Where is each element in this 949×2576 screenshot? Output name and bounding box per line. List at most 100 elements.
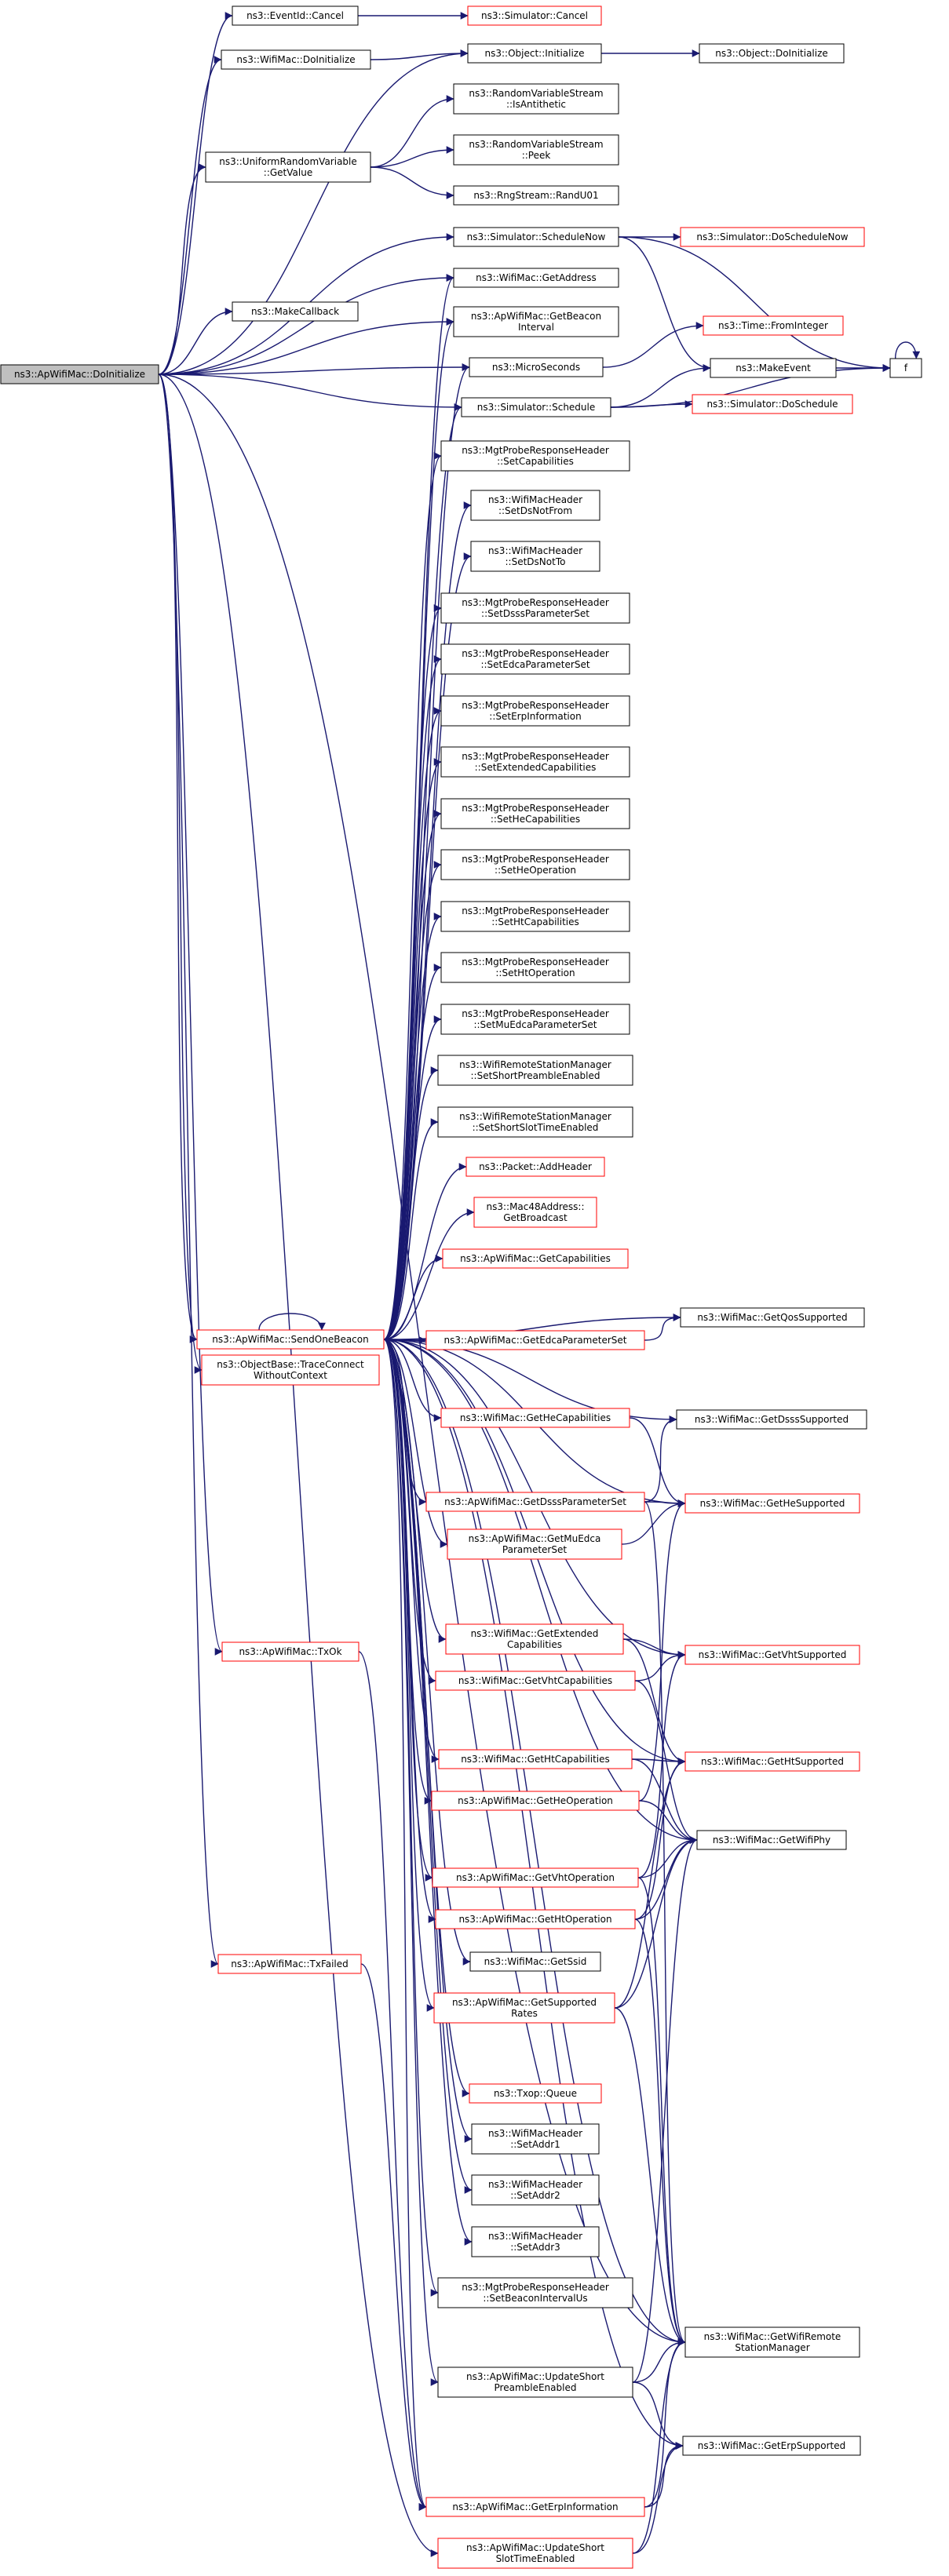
node-makeevent[interactable]: ns3::MakeEvent	[710, 358, 837, 378]
node-microseconds[interactable]: ns3::MicroSeconds	[469, 357, 604, 377]
call-edge-f-to-f	[894, 341, 921, 359]
node-sim-schedule[interactable]: ns3::Simulator::Schedule	[461, 397, 611, 417]
node-txfailed[interactable]: ns3::ApWifiMac::TxFailed	[217, 1954, 362, 1974]
node-setaddr3[interactable]: ns3::WifiMacHeader::SetAddr3	[471, 2226, 600, 2257]
node-box	[471, 2123, 600, 2155]
call-edge-sendonebeacon-to-updateshortpreambleenabled	[383, 1339, 439, 2386]
node-f[interactable]: f	[889, 358, 922, 378]
node-label-line: ::SetHtOperation	[495, 967, 575, 978]
call-edge-sendonebeacon-to-setshortpreambleenabled	[383, 1066, 439, 1340]
node-setedcaparameterset[interactable]: ns3::MgtProbeResponseHeader::SetEdcaPara…	[440, 643, 630, 675]
node-label-line: ns3::WifiMac::GetVhtCapabilities	[458, 1675, 612, 1686]
node-gethtcapabilities[interactable]: ns3::WifiMac::GetHtCapabilities	[438, 1749, 633, 1769]
node-urv-getvalue[interactable]: ns3::UniformRandomVariable::GetValue	[205, 151, 371, 183]
node-getssid[interactable]: ns3::WifiMac::GetSsid	[469, 1951, 601, 1972]
node-sim-doschedulenow[interactable]: ns3::Simulator::DoScheduleNow	[680, 227, 865, 247]
node-sendonebeacon[interactable]: ns3::ApWifiMac::SendOneBeacon	[196, 1329, 385, 1350]
node-eventid-cancel[interactable]: ns3::EventId::Cancel	[232, 5, 359, 26]
node-txop-queue[interactable]: ns3::Txop::Queue	[469, 2083, 602, 2104]
node-object-initialize[interactable]: ns3::Object::Initialize	[467, 43, 602, 64]
call-edge-sendonebeacon-to-getwifiphy	[383, 1339, 698, 1844]
node-getqossupported[interactable]: ns3::WifiMac::GetQosSupported	[680, 1307, 865, 1328]
node-label-line: ns3::WifiMac::GetHtCapabilities	[461, 1754, 610, 1765]
node-gethtsupported[interactable]: ns3::WifiMac::GetHtSupported	[684, 1751, 860, 1772]
call-edge-sendonebeacon-to-setaddr3	[383, 1339, 473, 2246]
node-wifimac-doinitialize[interactable]: ns3::WifiMac::DoInitialize	[221, 49, 371, 70]
node-setshortpreambleenabled[interactable]: ns3::WifiRemoteStationManager::SetShortP…	[437, 1055, 633, 1086]
node-apwifimac-getcapabilities[interactable]: ns3::ApWifiMac::GetCapabilities	[442, 1248, 629, 1269]
node-getwifiphy[interactable]: ns3::WifiMac::GetWifiPhy	[696, 1830, 847, 1850]
node-sim-schedulenow[interactable]: ns3::Simulator::ScheduleNow	[453, 227, 619, 247]
node-rvs-isantithetic[interactable]: ns3::RandomVariableStream::IsAntithetic	[453, 83, 619, 115]
node-getedcaparameterset[interactable]: ns3::ApWifiMac::GetEdcaParameterSet	[425, 1330, 645, 1350]
node-label-line: ns3::ObjectBase::TraceConnect	[217, 1359, 364, 1370]
node-sethecapabilities[interactable]: ns3::MgtProbeResponseHeader::SetHeCapabi…	[440, 798, 630, 829]
node-getwifiremotestationmanager[interactable]: ns3::WifiMac::GetWifiRemoteStationManage…	[684, 2326, 860, 2358]
call-edge-sendonebeacon-to-seterpinformation	[383, 707, 442, 1340]
node-label-line: ns3::Simulator::Cancel	[481, 10, 588, 21]
node-setaddr1[interactable]: ns3::WifiMacHeader::SetAddr1	[471, 2123, 600, 2155]
node-box	[703, 315, 844, 336]
node-sim-cancel[interactable]: ns3::Simulator::Cancel	[467, 5, 602, 26]
node-setbeaconintervalus[interactable]: ns3::MgtProbeResponseHeader::SetBeaconIn…	[437, 2277, 633, 2308]
node-box	[692, 394, 853, 414]
node-getdssssupported[interactable]: ns3::WifiMac::GetDsssSupported	[676, 1409, 867, 1430]
node-box	[0, 364, 159, 384]
call-edge-sendonebeacon-to-getbeaconinterval	[383, 318, 454, 1340]
node-box	[425, 2497, 645, 2517]
node-time-frominteger[interactable]: ns3::Time::FromInteger	[703, 315, 844, 336]
node-txok[interactable]: ns3::ApWifiMac::TxOk	[221, 1641, 360, 1662]
call-edge-urv-getvalue-to-rvs-isantithetic	[370, 95, 454, 168]
node-box	[453, 268, 619, 288]
node-sethtoperation[interactable]: ns3::MgtProbeResponseHeader::SetHtOperat…	[440, 952, 630, 983]
node-setaddr2[interactable]: ns3::WifiMacHeader::SetAddr2	[471, 2174, 600, 2206]
node-setshortslottimeenabled[interactable]: ns3::WifiRemoteStationManager::SetShortS…	[437, 1106, 633, 1138]
node-label-line: ns3::WifiMac::GetHeCapabilities	[460, 1412, 611, 1423]
node-traceconnect[interactable]: ns3::ObjectBase::TraceConnectWithoutCont…	[201, 1354, 380, 1386]
node-object-doinitialize[interactable]: ns3::Object::DoInitialize	[699, 43, 845, 64]
node-label-line: ns3::ApWifiMac::GetVhtOperation	[456, 1872, 615, 1883]
call-edge-updateshortpreambleenabled-to-getwifiremotestationmanager	[632, 2338, 686, 2383]
node-rngstream-randu01[interactable]: ns3::RngStream::RandU01	[453, 185, 619, 206]
node-setdsnotto[interactable]: ns3::WifiMacHeader::SetDsNotTo	[470, 541, 600, 572]
node-seterpinformation[interactable]: ns3::MgtProbeResponseHeader::SetErpInfor…	[440, 695, 630, 727]
node-updateshortslottimeenabled[interactable]: ns3::ApWifiMac::UpdateShortSlotTimeEnabl…	[437, 2538, 633, 2569]
node-box	[196, 1329, 385, 1350]
node-setheoperation[interactable]: ns3::MgtProbeResponseHeader::SetHeOperat…	[440, 849, 630, 880]
node-sethtcapabilities[interactable]: ns3::MgtProbeResponseHeader::SetHtCapabi…	[440, 901, 630, 932]
node-getdsssparameterset[interactable]: ns3::ApWifiMac::GetDsssParameterSet	[425, 1492, 645, 1512]
node-setmuedcaparameterset[interactable]: ns3::MgtProbeResponseHeader::SetMuEdcaPa…	[440, 1004, 630, 1035]
node-sim-doschedule[interactable]: ns3::Simulator::DoSchedule	[692, 394, 853, 414]
node-setextendedcapabilities[interactable]: ns3::MgtProbeResponseHeader::SetExtended…	[440, 746, 630, 778]
node-makecallback[interactable]: ns3::MakeCallback	[232, 301, 359, 322]
node-getvhtcapabilities[interactable]: ns3::WifiMac::GetVhtCapabilities	[435, 1671, 636, 1691]
node-packet-addheader[interactable]: ns3::Packet::AddHeader	[465, 1157, 605, 1177]
node-updateshortpreambleenabled[interactable]: ns3::ApWifiMac::UpdateShortPreambleEnabl…	[437, 2366, 633, 2398]
call-edge-sendonebeacon-to-setmuedcaparameterset	[383, 1015, 442, 1340]
node-setdsssparameterset[interactable]: ns3::MgtProbeResponseHeader::SetDsssPara…	[440, 592, 630, 624]
node-box	[684, 1751, 860, 1772]
node-label-line: WithoutContext	[254, 1370, 327, 1381]
node-getheoperation[interactable]: ns3::ApWifiMac::GetHeOperation	[431, 1791, 640, 1811]
node-getvhtoperation[interactable]: ns3::ApWifiMac::GetVhtOperation	[432, 1867, 639, 1888]
node-rvs-peek[interactable]: ns3::RandomVariableStream::Peek	[453, 134, 619, 166]
node-geterpinformation[interactable]: ns3::ApWifiMac::GetErpInformation	[425, 2497, 645, 2517]
node-wifimac-getaddress[interactable]: ns3::WifiMac::GetAddress	[453, 268, 619, 288]
node-getbroadcast[interactable]: ns3::Mac48Address::GetBroadcast	[473, 1197, 597, 1228]
node-gethtoperation[interactable]: ns3::ApWifiMac::GetHtOperation	[435, 1909, 636, 1929]
call-edge-getedcaparameterset-to-getqossupported	[644, 1314, 681, 1341]
node-setcapabilities[interactable]: ns3::MgtProbeResponseHeader::SetCapabili…	[440, 440, 630, 472]
node-geterpsupported[interactable]: ns3::WifiMac::GetErpSupported	[682, 2436, 861, 2456]
node-setdsnotfrom[interactable]: ns3::WifiMacHeader::SetDsNotFrom	[470, 490, 600, 521]
node-label-line: ns3::MicroSeconds	[492, 362, 580, 373]
node-wifimac-gethecapabilities[interactable]: ns3::WifiMac::GetHeCapabilities	[440, 1408, 630, 1428]
node-label-line: ::SetHtCapabilities	[491, 916, 579, 927]
node-label-line: ns3::WifiMac::GetHeSupported	[700, 1498, 845, 1509]
node-gethesupported[interactable]: ns3::WifiMac::GetHeSupported	[684, 1493, 860, 1514]
node-getvhtsupported[interactable]: ns3::WifiMac::GetVhtSupported	[684, 1645, 860, 1665]
call-edge-txok-to-geterpinformation	[358, 1651, 427, 2511]
